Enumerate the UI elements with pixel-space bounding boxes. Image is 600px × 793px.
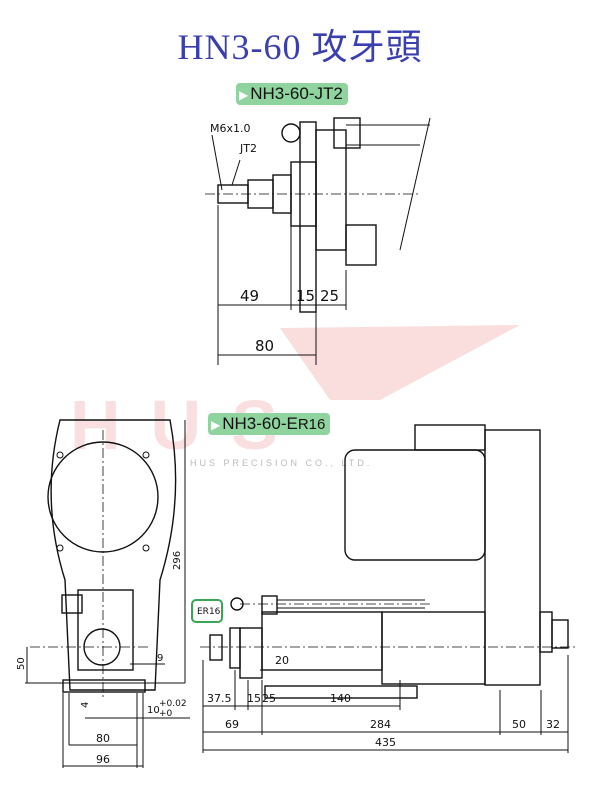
page-title: HN3-60 攻牙頭	[177, 27, 423, 67]
dim-296: 296	[172, 551, 183, 570]
dim-80: 80	[96, 732, 110, 745]
section-label-er16: ▶NH3-60-ER16	[208, 413, 331, 435]
play-triangle-icon: ▶	[211, 418, 221, 432]
label-suffix: R16	[297, 416, 326, 433]
jt2-geometry	[205, 117, 431, 313]
dim-slot: 10	[147, 705, 160, 716]
dim-9: 9	[157, 653, 163, 664]
dim-50: 50	[512, 718, 526, 731]
dim-15: 15	[247, 692, 261, 705]
dim-80: 80	[255, 337, 274, 355]
dim-37-5: 37.5	[207, 692, 232, 705]
side-geometry	[200, 424, 575, 699]
dim-25: 25	[320, 287, 339, 305]
dim-15: 15	[296, 287, 315, 305]
label-text: NH3-60-JT2	[250, 84, 343, 103]
dim-284: 284	[370, 718, 391, 731]
dim-50: 50	[16, 657, 27, 670]
dim-25: 25	[262, 692, 276, 705]
front-geometry	[30, 419, 177, 700]
label-text: NH3-60-E	[222, 414, 298, 433]
dim-96: 96	[96, 753, 110, 766]
dim-140: 140	[330, 692, 351, 705]
front-dimensions	[25, 420, 190, 768]
section-label-jt2: ▶NH3-60-JT2	[236, 83, 348, 105]
dim-20: 20	[275, 654, 289, 667]
jt2-dimensions	[217, 205, 347, 365]
dim-tol-minus: +0	[159, 709, 173, 719]
dim-69: 69	[225, 718, 239, 731]
dim-32: 32	[546, 718, 560, 731]
dim-435: 435	[375, 736, 396, 749]
dim-49: 49	[240, 287, 259, 305]
callout-collet: JT2	[239, 142, 257, 155]
er16-callout-box	[191, 599, 223, 623]
play-triangle-icon: ▶	[239, 88, 249, 102]
side-dimensions	[202, 655, 569, 753]
dim-tol-plus: +0.02	[159, 699, 187, 709]
callout-thread: M6x1.0	[210, 122, 251, 135]
watermark-company: HUS PRECISION CO., LTD.	[190, 458, 373, 468]
dim-4: 4	[80, 702, 91, 708]
callout-er16: ER16	[197, 607, 221, 617]
